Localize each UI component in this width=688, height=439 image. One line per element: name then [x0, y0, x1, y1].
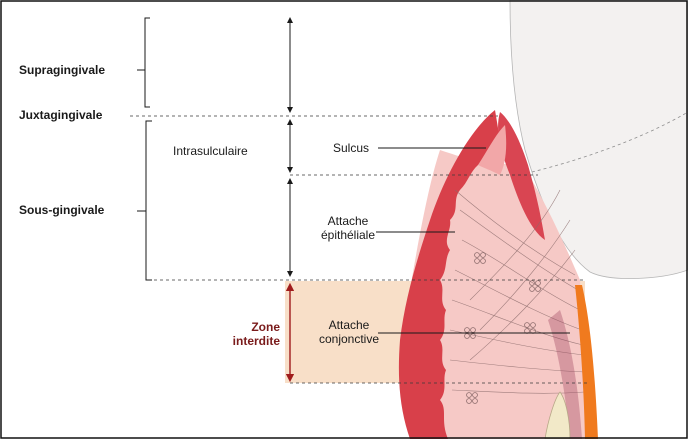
label-attache-epitheliale-line1: Attache [318, 214, 378, 228]
label-juxtagingivale: Juxtagingivale [19, 108, 102, 122]
label-attache-conjonctive-line1: Attache [314, 318, 384, 332]
label-zone-interdite-line1: Zone [228, 320, 280, 334]
label-zone-interdite-line2: interdite [228, 334, 280, 348]
label-attache-conjonctive: Attache conjonctive [314, 318, 384, 346]
label-attache-epitheliale-line2: épithéliale [318, 228, 378, 242]
label-attache-conjonctive-line2: conjonctive [314, 332, 384, 346]
label-sulcus: Sulcus [333, 141, 369, 155]
label-supragingivale: Supragingivale [19, 63, 105, 77]
label-sous-gingivale: Sous-gingivale [19, 203, 104, 217]
label-attache-epitheliale: Attache épithéliale [318, 214, 378, 242]
label-zone-interdite: Zone interdite [228, 320, 280, 348]
label-intrasulculaire: Intrasulculaire [173, 144, 248, 158]
